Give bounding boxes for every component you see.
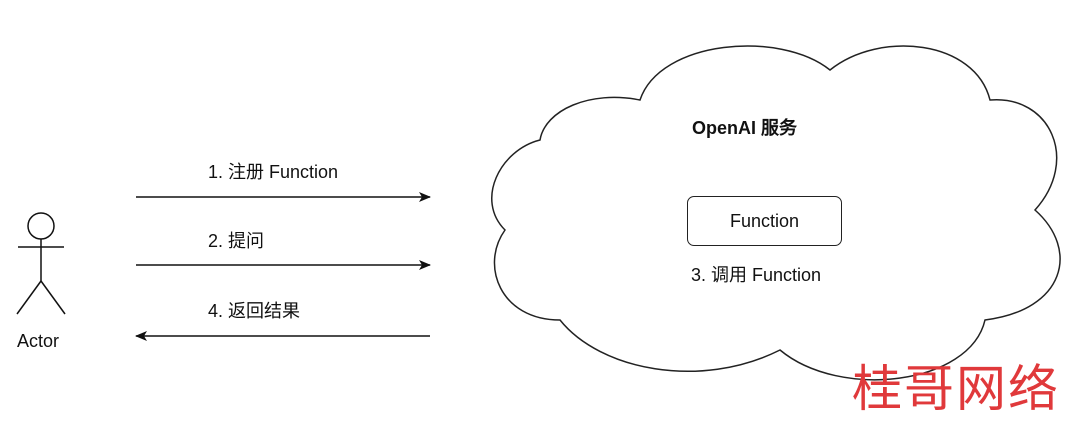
actor-figure — [16, 212, 66, 315]
cloud-title: OpenAI 服务 — [692, 118, 798, 138]
function-box: Function — [687, 196, 842, 246]
actor-head — [27, 212, 55, 240]
arrow-label-ask: 2. 提问 — [208, 231, 265, 251]
actor-label: Actor — [17, 331, 60, 351]
function-box-label: Function — [729, 210, 800, 231]
arrow-label-return: 4. 返回结果 — [208, 301, 301, 321]
call-function-label: 3. 调用 Function — [691, 265, 822, 285]
actor-right-leg — [40, 280, 66, 315]
actor-left-leg — [16, 280, 42, 315]
watermark: 桂哥网络 — [852, 360, 1060, 418]
arrow-label-register: 1. 注册 Function — [208, 162, 339, 182]
